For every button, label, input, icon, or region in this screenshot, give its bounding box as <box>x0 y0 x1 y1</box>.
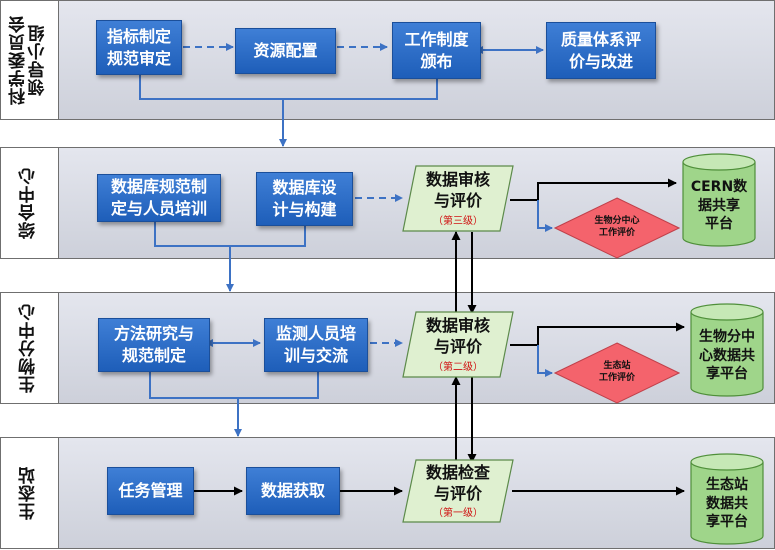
lane-label: 科学委员会 领导小组 <box>1 1 59 119</box>
work-rule-box: 工作制度 颁布 <box>392 22 481 79</box>
method-research-box: 方法研究与 规范制定 <box>98 318 210 372</box>
lane-label: 生态站 <box>1 438 59 548</box>
db-design-box: 数据库设 计与构建 <box>256 172 353 226</box>
review-level1: 数据检查 与评价 （第一级） <box>402 459 514 523</box>
review-level: （第一级） <box>433 508 483 520</box>
station-platform-label: 生态站 数据共 享平台 <box>706 476 748 531</box>
review-level2: 数据审核 与评价 （第二级） <box>402 311 514 378</box>
lane-general-center: 综合中心 <box>0 147 775 259</box>
review-title: 数据审核 与评价 <box>425 170 490 210</box>
review-level: （第三级） <box>433 215 483 227</box>
indicator-review-box: 指标制定 规范审定 <box>96 20 182 75</box>
data-acquisition-box: 数据获取 <box>246 467 340 515</box>
cern-platform-label: CERN数 据共享 平台 <box>690 178 748 233</box>
quality-eval-box: 质量体系评 价与改进 <box>546 22 656 79</box>
monitor-training-box: 监测人员培 训与交流 <box>264 318 368 372</box>
cern-platform-cylinder <box>682 153 756 247</box>
bio-platform-cylinder <box>690 303 764 397</box>
review-level: （第二级） <box>433 361 483 373</box>
lane-label: 生物分中心 <box>1 293 59 403</box>
bio-center-eval-diamond <box>554 197 680 259</box>
station-platform-cylinder <box>690 453 764 545</box>
resource-allocation-box: 资源配置 <box>235 28 336 74</box>
bio-platform-label: 生物分中 心数据共 享平台 <box>699 328 755 383</box>
station-eval-label: 生态站 工作评价 <box>598 361 635 383</box>
review-level3: 数据审核 与评价 （第三级） <box>402 165 514 232</box>
lane-label: 综合中心 <box>1 148 59 258</box>
review-title: 数据审核 与评价 <box>425 316 490 356</box>
station-eval-diamond <box>554 342 680 404</box>
bio-center-eval-label: 生物分中心 工作评价 <box>594 216 640 238</box>
review-title: 数据检查 与评价 <box>425 462 490 503</box>
task-management-box: 任务管理 <box>107 467 194 515</box>
db-norm-training-box: 数据库规范制 定与人员培训 <box>97 174 221 222</box>
